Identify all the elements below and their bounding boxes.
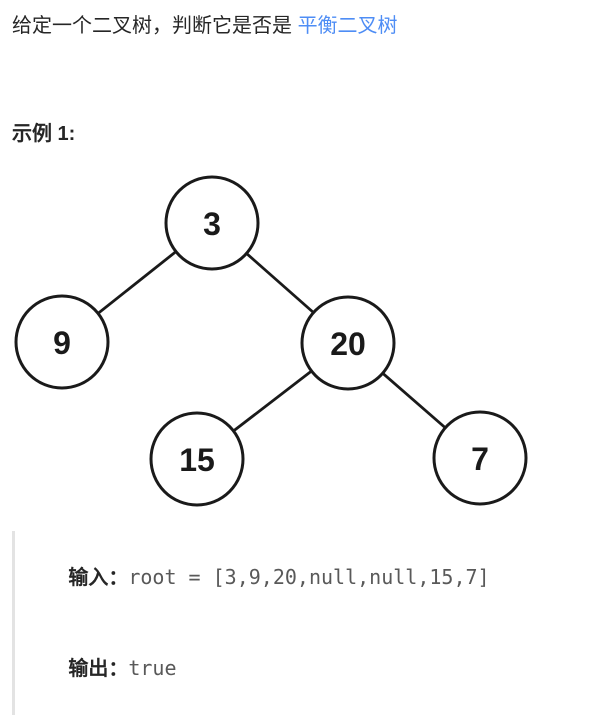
tree-node-20: 20 [300, 295, 396, 391]
tree-node-3: 3 [164, 175, 260, 271]
example-heading: 示例 1: [12, 123, 76, 145]
example-input-line: 输入：root = [3,9,20,null,null,15,7] [35, 532, 490, 623]
tree-node-7: 7 [432, 410, 528, 506]
tree-node-circle [432, 410, 528, 506]
tree-node-value: 15 [179, 442, 215, 478]
tree-node-circle [300, 295, 396, 391]
tree-node-value: 20 [330, 326, 366, 362]
input-value: root = [3,9,20,null,null,15,7] [128, 565, 490, 589]
output-label: 输出： [68, 658, 129, 680]
tree-node-9: 9 [14, 294, 110, 390]
tree-node-15: 15 [149, 411, 245, 507]
example-io-block: 输入：root = [3,9,20,null,null,15,7] 输出：tru… [12, 531, 490, 715]
tree-node-circle [149, 411, 245, 507]
tree-node-value: 3 [203, 206, 221, 242]
leetcode-problem-page: 给定一个二叉树，判断它是否是 平衡二叉树 示例 1: 3 9 20 15 7 输入：ro… [12, 12, 528, 715]
example-output-line: 输出：true [35, 623, 490, 714]
binary-tree-diagram: 3 9 20 15 7 [14, 175, 528, 507]
tree-node-value: 7 [471, 441, 489, 477]
tree-node-circle [164, 175, 260, 271]
description-text: 给定一个二叉树，判断它是否是 [12, 15, 298, 37]
tree-node-value: 9 [53, 325, 71, 361]
output-value: true [128, 656, 177, 680]
input-label: 输入： [68, 567, 129, 589]
tree-node-circle [14, 294, 110, 390]
balanced-binary-tree-link[interactable]: 平衡二叉树 [297, 15, 398, 37]
problem-description: 给定一个二叉树，判断它是否是 平衡二叉树 [12, 12, 398, 40]
